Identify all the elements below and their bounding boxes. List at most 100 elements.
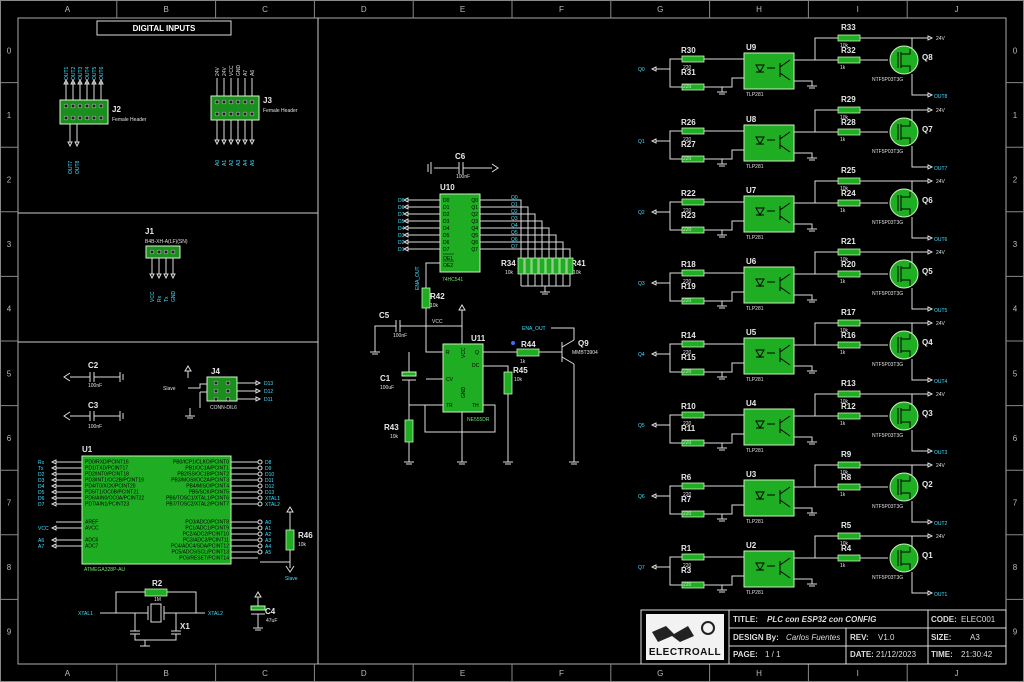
u10-output-pin: Q0 (471, 198, 478, 204)
u1-left-net: D6 (38, 496, 45, 502)
channel-wire (669, 141, 682, 160)
channel-output-net: OUT6 (934, 237, 948, 243)
u10-input-pin: D2 (443, 212, 450, 218)
u1-left-pin-name: AVCC (85, 526, 99, 532)
channel-input-arrow (650, 138, 657, 144)
u10-output-wire (480, 227, 550, 258)
opto-transistor-icon (779, 357, 791, 366)
channel-mosfet-body (889, 330, 919, 360)
u11-pin-vcc: VCC (461, 347, 467, 358)
design-label: DESIGN By: (733, 633, 779, 642)
u1-right-pin-name: PB4/MISO/PCINT4 (186, 484, 229, 490)
j1-pin-net: VCC (150, 291, 156, 302)
ruler-col-top: G (657, 5, 663, 14)
channel-input-arrow (650, 280, 657, 286)
ruler-col-bottom: I (857, 669, 859, 678)
output-arrow (927, 92, 934, 98)
u10-output-pin: Q2 (471, 212, 478, 218)
u10-input-net: D4 (398, 226, 405, 232)
u11-pin-q: Q (475, 350, 479, 356)
channel-rt-value: 10k (840, 115, 849, 121)
mosfet-source-icon (901, 208, 911, 215)
channel-wire (911, 430, 928, 452)
u10-oe-pin: OE2 (443, 263, 453, 269)
channel-rm-body (837, 56, 861, 64)
channel-wire (704, 371, 723, 377)
channel-rt-ref: R21 (841, 237, 856, 246)
channel-input-arrow (650, 422, 657, 428)
u11-value: NE555DR (467, 417, 490, 423)
channel-wire (722, 149, 744, 160)
ruler-row-right: 3 (1013, 240, 1018, 249)
j3-pin-hole (242, 111, 248, 117)
channel-mosfet-value: NTF5P03T3G (872, 504, 903, 510)
u10-output-net: Q4 (511, 223, 518, 229)
channel-mosfet-body (889, 401, 919, 431)
ruler-row-left: 2 (7, 176, 12, 185)
xtal2-label: XTAL2 (208, 611, 223, 617)
u1-left-net-arrow (50, 525, 57, 531)
channel-rt-body (837, 532, 861, 540)
channel-ra-value: 220 (683, 208, 692, 214)
j3-bottom-net: A2 (229, 160, 235, 166)
u1-left-net: D2 (38, 472, 45, 478)
ruler-row-left: 7 (7, 499, 12, 508)
mosfet-source-icon (901, 421, 911, 428)
u1-right-pin-name: PC4/ADC4/SDA/PCINT12 (171, 544, 229, 550)
output-arrow (927, 306, 934, 312)
channel-wire (656, 556, 682, 568)
ruler-row-left: 6 (7, 434, 12, 443)
r45-ref: R45 (513, 366, 528, 375)
capacitor-c3: C3 100nF (63, 401, 124, 430)
channel-rb-ref: R31 (681, 68, 696, 77)
u10-input-net: D7 (398, 212, 405, 218)
c1-value: 100uF (380, 385, 394, 391)
j1-pin-hole (149, 249, 155, 255)
channel-rb-ref: R27 (681, 140, 696, 149)
channel-wire (794, 436, 813, 442)
channel-wire (656, 414, 682, 426)
u1-right-pin-name: PC0/ADC0/PCINT8 (185, 520, 229, 526)
opto-transistor-icon (779, 131, 791, 140)
channel-ra-value: 220 (683, 492, 692, 498)
u1-left-pin-name: ADC6 (85, 538, 99, 544)
channel-mosfet-body (889, 45, 919, 75)
channel-opto-ref: U2 (746, 541, 757, 550)
u10-input-pin: D4 (443, 226, 450, 232)
channel-ra-body (681, 482, 705, 490)
j1-pin-arrow (163, 273, 169, 280)
channel-ra-body (681, 411, 705, 419)
ruler-col-top: I (857, 5, 859, 14)
j3-pin-hole (235, 111, 241, 117)
j3-value: Female Header (263, 108, 298, 114)
supply-arrow (927, 462, 934, 468)
u11-pin-r: R (446, 350, 450, 356)
u1-left-net: A6 (38, 538, 44, 544)
channel-rt-ref: R5 (841, 521, 852, 530)
j2-pin-arrow (67, 141, 73, 148)
channel-mosfet-body (889, 472, 919, 502)
channel-rb-value: 220 (683, 156, 692, 162)
u1-right-pin-name: PB6/TOSC1/XTAL1/PCINT6 (166, 496, 229, 502)
resistor-r42: ENA_OUT R42 10k (415, 262, 445, 322)
u1-left-net-arrow (50, 477, 57, 483)
resistor-network-element (552, 257, 560, 275)
j1-pin-net: Rx (157, 295, 163, 302)
j3-bottom-net: A5 (250, 160, 256, 166)
ruler-col-bottom: D (361, 669, 367, 678)
c2-value: 100nF (88, 383, 102, 389)
channel-wire (794, 37, 838, 61)
j4-pin-hole (213, 388, 219, 394)
j1-value: B4B-XH-A(LF)(SN) (145, 239, 188, 245)
ruler-row-right: 5 (1013, 369, 1018, 378)
j2-pin-arrow (74, 141, 80, 148)
channel-wire (911, 217, 928, 239)
channel-rt-body (837, 319, 861, 327)
j1-pin-net: Tx (164, 296, 170, 302)
ruler-col-bottom: G (657, 669, 663, 678)
u10-input-arrow (402, 197, 409, 203)
capacitor-c1: C1 100uF (380, 352, 425, 420)
channel-wire (722, 362, 744, 373)
channel-ra-ref: R6 (681, 473, 692, 482)
